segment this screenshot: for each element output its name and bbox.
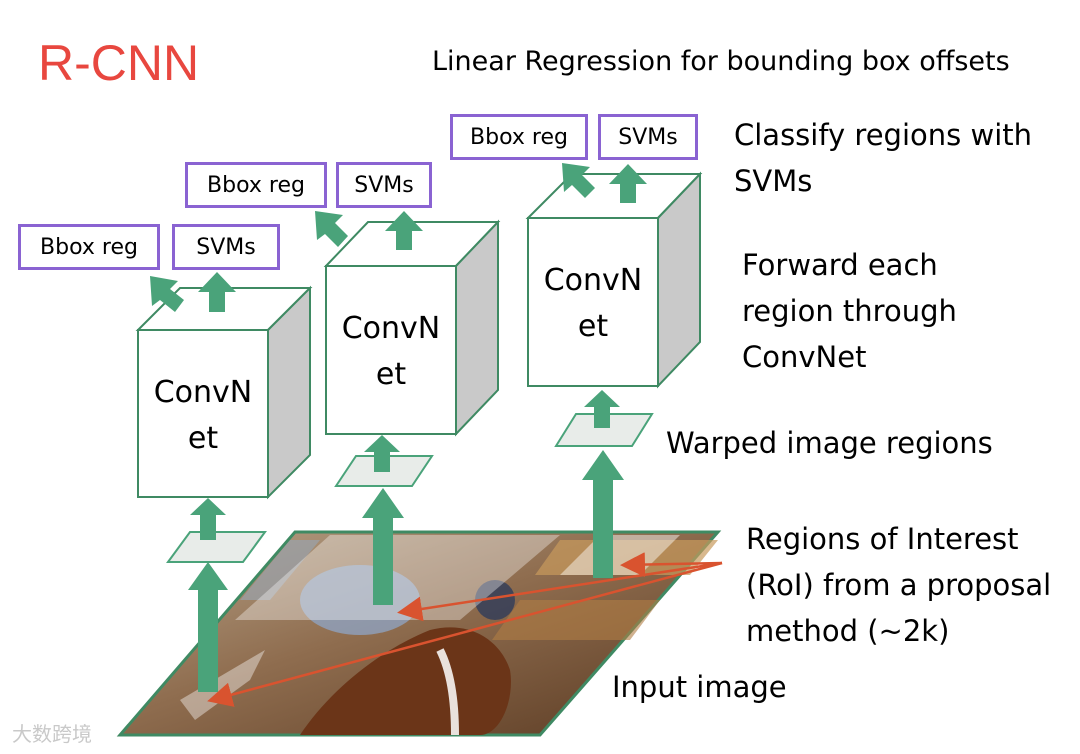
long-arrow-2 <box>362 488 404 605</box>
classify-line2: SVMs <box>734 164 813 198</box>
roi-arrow-2 <box>397 561 723 622</box>
short-arrow-2 <box>364 435 400 472</box>
bbox-reg-box-3: Bbox reg <box>450 114 588 160</box>
short-arrow-3 <box>584 390 620 428</box>
roi-arrow-3 <box>620 552 723 578</box>
convnet-label-1-line2: et <box>187 421 219 456</box>
forward-line2: region through <box>742 294 957 328</box>
convnet-label-2: ConvN et <box>326 306 456 398</box>
svm-arrow-2 <box>385 211 423 250</box>
bbox-reg-box-2: Bbox reg <box>185 162 327 208</box>
convnet-label-1: ConvN et <box>138 370 268 462</box>
roi-line2: (RoI) from a proposal <box>746 568 1052 602</box>
roi-arrow-1 <box>207 561 723 707</box>
long-arrows <box>188 450 624 692</box>
warped-label: Warped image regions <box>666 426 993 460</box>
diagram-title: R-CNN <box>38 35 200 91</box>
classify-line1: Classify regions with <box>734 118 1033 152</box>
long-arrow-1 <box>188 562 228 692</box>
svms-box-1: SVMs <box>172 224 280 270</box>
convnet-cube-1 <box>135 285 313 500</box>
bbox-reg-box-1: Bbox reg <box>18 224 160 270</box>
linear-regression-label: Linear Regression for bounding box offse… <box>432 46 1010 77</box>
svms-box-2: SVMs <box>336 162 432 208</box>
convnet-label-2-line2: et <box>375 357 407 392</box>
convnet-label-1-line1: ConvN <box>153 375 253 410</box>
roi-label: Regions of Interest (RoI) from a proposa… <box>746 516 1051 654</box>
warped-region-3 <box>554 413 654 447</box>
input-image-label: Input image <box>612 670 787 704</box>
watermark-logo: 大数跨境 <box>12 722 92 746</box>
roi-overlay-large <box>235 535 560 620</box>
svm-arrow-1 <box>198 272 236 312</box>
convnet-label-3-line1: ConvN <box>543 263 643 298</box>
forward-line1: Forward each <box>742 248 938 282</box>
horse-shape <box>300 627 511 735</box>
roi-line3: method (~2k) <box>746 614 950 648</box>
convnet-label-2-line1: ConvN <box>341 311 441 346</box>
bbox-arrow-1 <box>150 276 184 312</box>
forward-label: Forward each region through ConvNet <box>742 242 957 380</box>
bbox-arrow-3 <box>562 163 595 198</box>
roi-pointer-arrows <box>207 552 723 707</box>
forward-line3: ConvNet <box>742 340 867 374</box>
long-arrow-3 <box>582 450 624 578</box>
convnet-label-3-line2: et <box>577 309 609 344</box>
warped-region-1 <box>166 531 267 563</box>
roi-line1: Regions of Interest <box>746 522 1019 556</box>
bbox-arrow-2 <box>315 211 348 247</box>
svm-arrow-3 <box>609 164 647 203</box>
classify-label: Classify regions with SVMs <box>734 112 1032 204</box>
short-arrows <box>190 390 620 540</box>
convnet-cube-3 <box>525 171 703 389</box>
svms-box-3: SVMs <box>598 114 698 160</box>
convnet-label-3: ConvN et <box>528 258 658 350</box>
short-arrow-1 <box>190 498 226 540</box>
output-arrows <box>150 163 647 312</box>
